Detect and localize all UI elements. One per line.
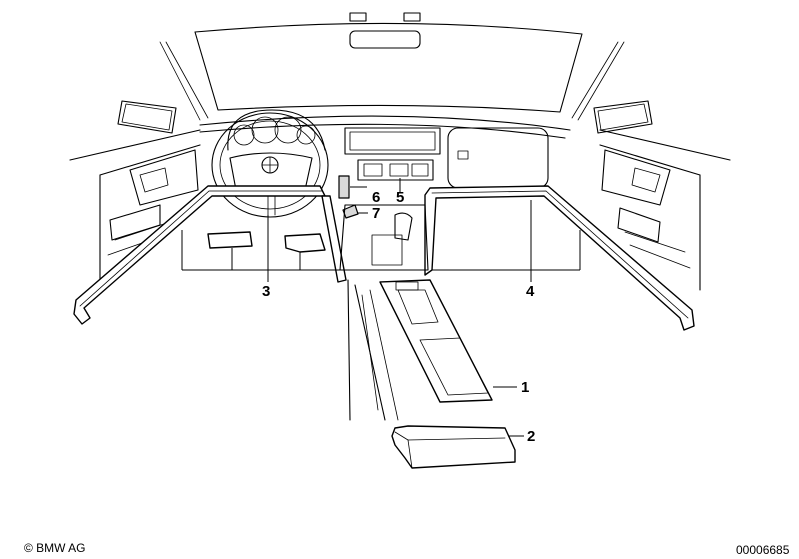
center-stack-controls bbox=[338, 159, 434, 219]
right-door-panel bbox=[599, 129, 731, 291]
left-door-panel bbox=[69, 129, 201, 291]
tray-insert bbox=[391, 425, 516, 469]
floor-tunnel bbox=[347, 279, 399, 421]
callout-6: 6 bbox=[372, 189, 381, 206]
callout-5: 5 bbox=[396, 189, 405, 206]
lower-dash-trim-pieces bbox=[207, 231, 326, 253]
callout-3: 3 bbox=[262, 283, 271, 300]
callout-4: 4 bbox=[526, 283, 535, 300]
dashboard bbox=[199, 115, 571, 189]
steering-wheel bbox=[211, 109, 329, 218]
leader-lines bbox=[181, 178, 581, 437]
callout-2: 2 bbox=[527, 428, 536, 445]
diagram-number: 00006685 bbox=[736, 543, 790, 557]
gear-shifter bbox=[339, 204, 429, 271]
windshield bbox=[159, 22, 625, 121]
left-side-mirror bbox=[117, 100, 177, 134]
left-door-trim-strip bbox=[73, 185, 326, 325]
center-console-side-trim bbox=[321, 195, 347, 283]
callout-7: 7 bbox=[372, 205, 381, 222]
callout-1: 1 bbox=[521, 379, 530, 396]
center-console-tray bbox=[379, 279, 493, 403]
copyright-text: © BMW AG bbox=[24, 541, 86, 555]
right-door-trim-strip bbox=[424, 185, 695, 331]
right-side-mirror bbox=[593, 100, 653, 134]
rear-view-mirror bbox=[349, 12, 421, 49]
